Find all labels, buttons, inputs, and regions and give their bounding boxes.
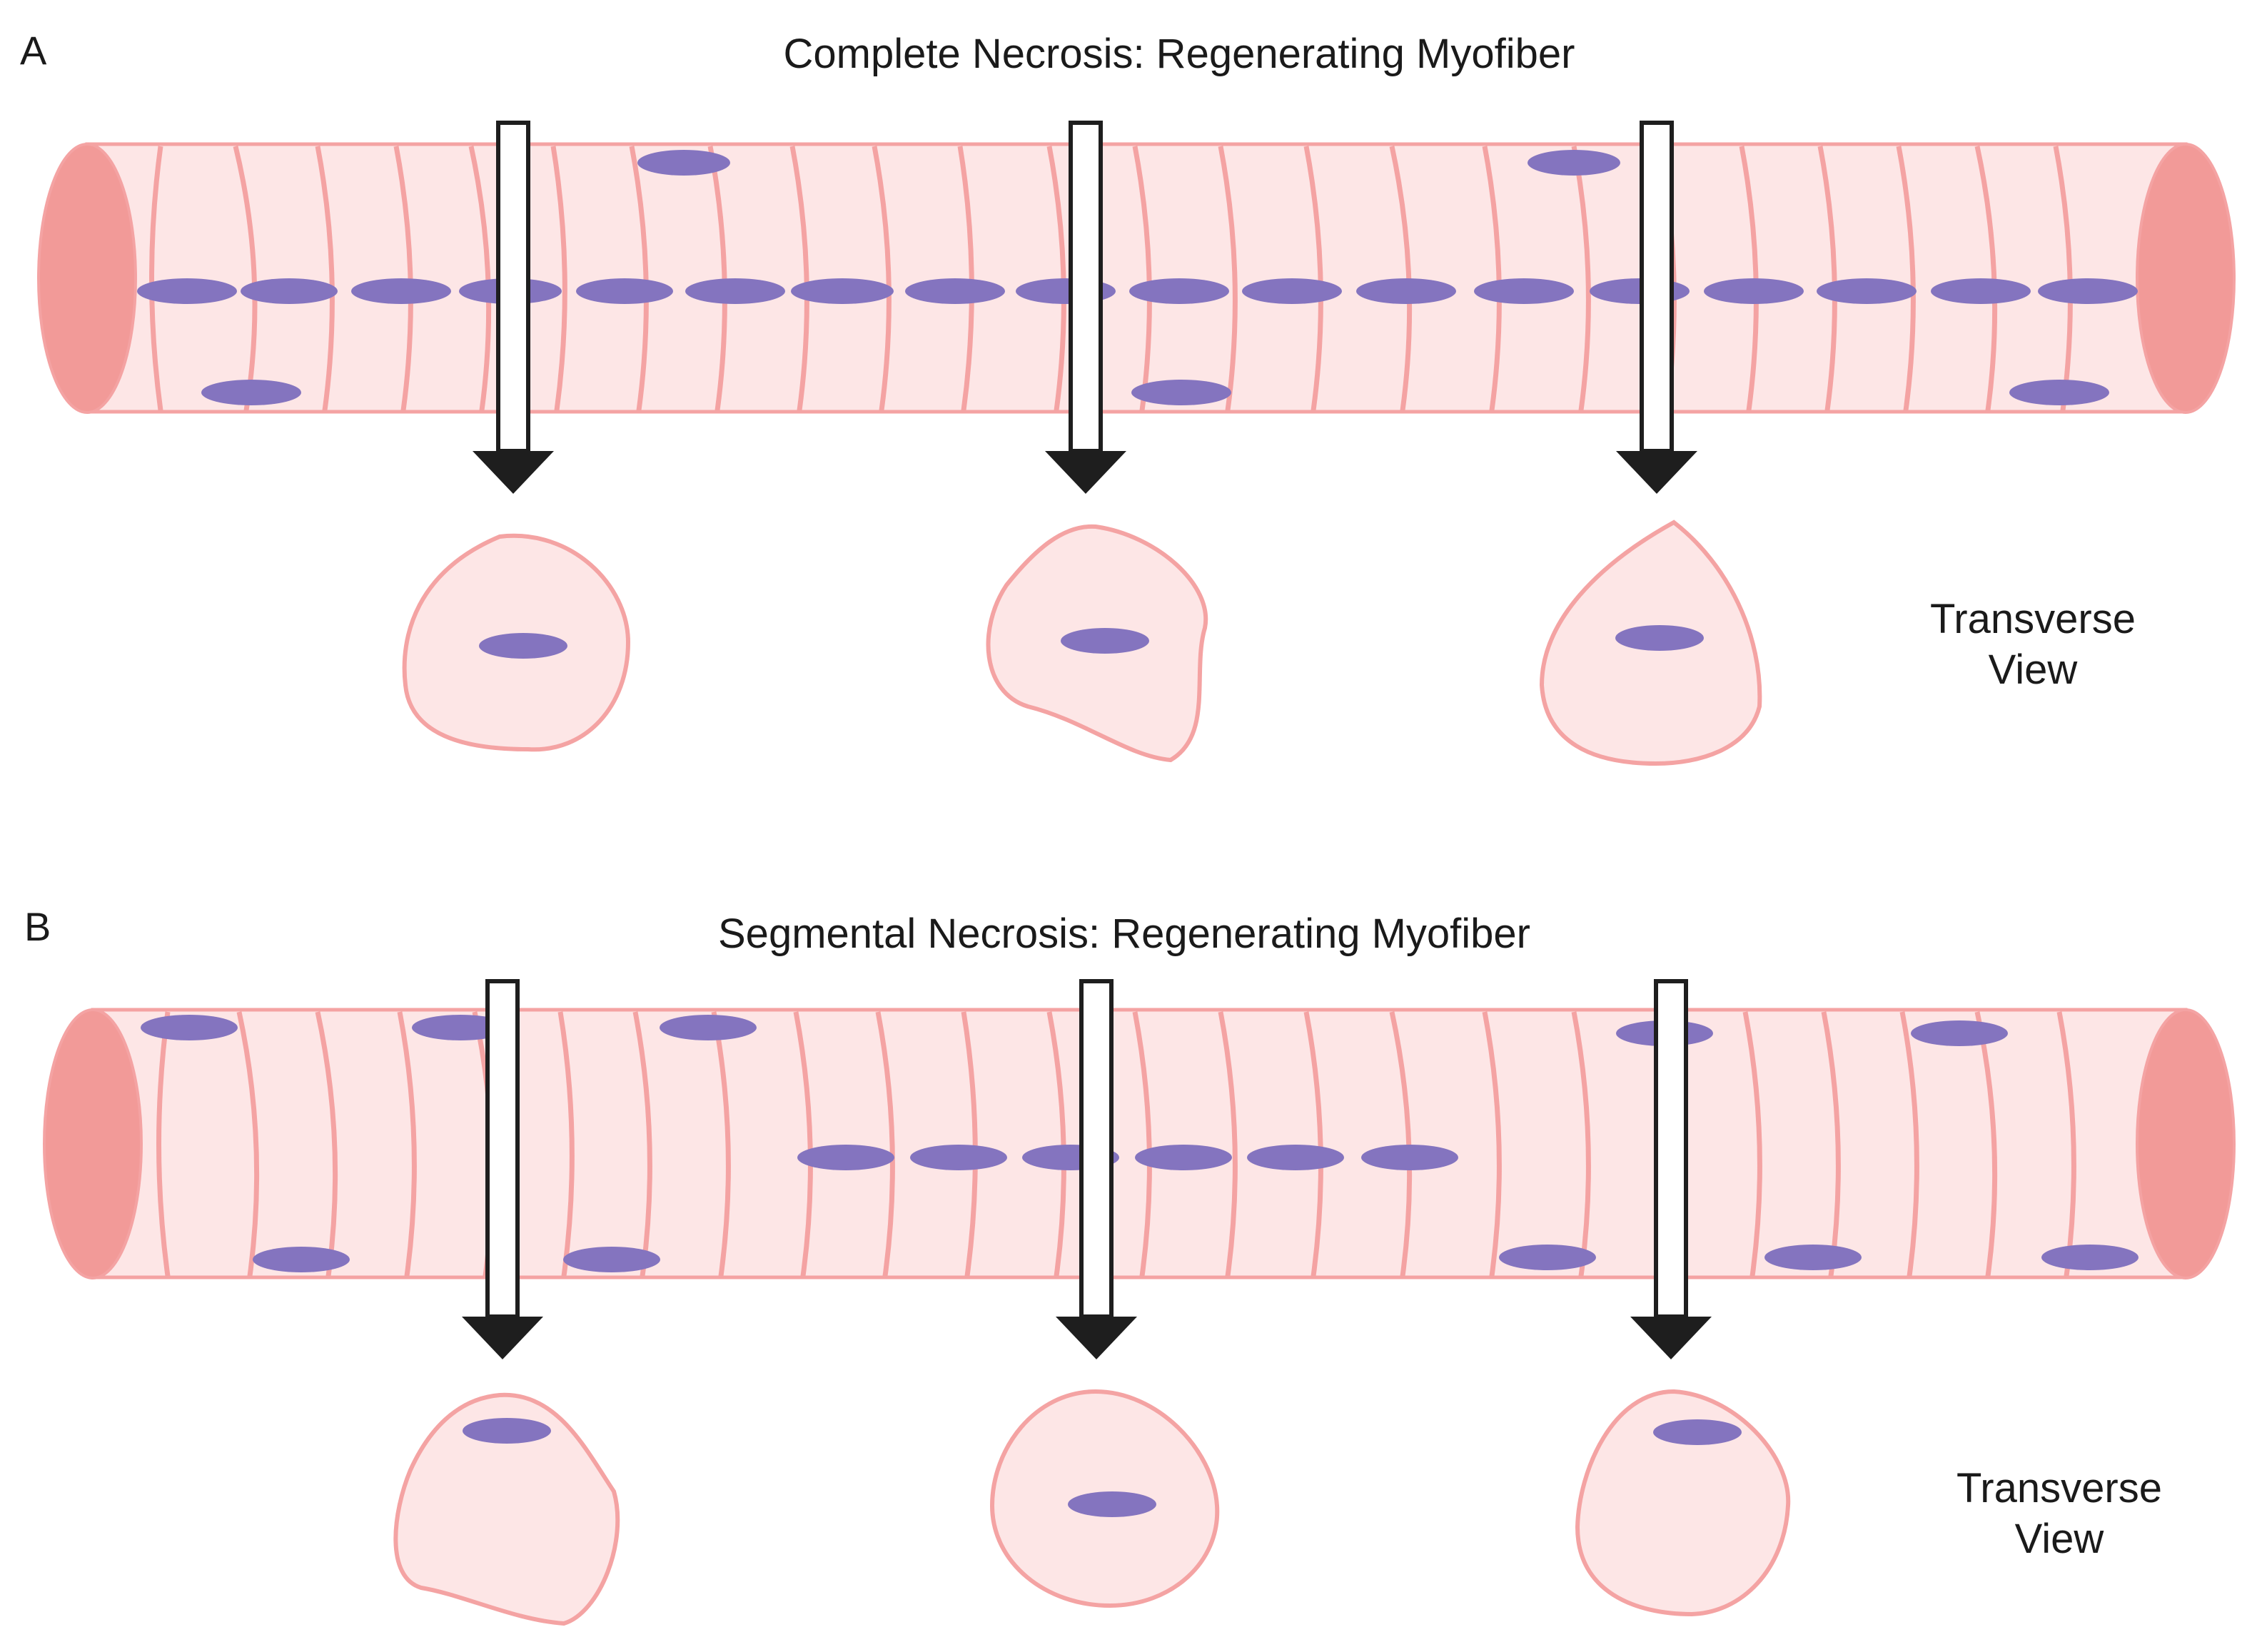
nucleus-icon <box>637 150 730 176</box>
nucleus-icon <box>1129 278 1229 304</box>
nucleus-icon <box>241 278 338 304</box>
section-arrow-icon <box>1616 121 1697 494</box>
nucleus-icon <box>479 633 567 659</box>
nucleus-icon <box>1764 1245 1862 1270</box>
nucleus-icon <box>1474 278 1574 304</box>
fiber-end-cap-icon <box>2136 143 2236 414</box>
fiber-end-cap-icon <box>37 143 137 414</box>
nucleus-icon <box>1704 278 1804 304</box>
panel-b-cross-sections <box>393 1389 1791 1626</box>
panel-b: B Segmental Necrosis: Regenerating Myofi… <box>24 904 2236 1626</box>
nucleus-icon <box>1653 1419 1742 1445</box>
nucleus-icon <box>791 278 894 304</box>
panel-a-title: Complete Necrosis: Regenerating Myofiber <box>784 31 1575 77</box>
panel-a-central-nuclei <box>137 150 2138 405</box>
nucleus-icon <box>1528 150 1620 176</box>
cross-section-icon <box>1575 1389 1791 1617</box>
nucleus-icon <box>1931 278 2031 304</box>
nucleus-icon <box>576 278 673 304</box>
nucleus-icon <box>2041 1245 2139 1270</box>
nucleus-icon <box>797 1145 894 1170</box>
panel-b-title: Segmental Necrosis: Regenerating Myofibe… <box>718 911 1530 957</box>
nucleus-icon <box>1361 1145 1458 1170</box>
nucleus-icon <box>1817 278 1917 304</box>
nucleus-icon <box>141 1015 238 1040</box>
cross-section-icon <box>393 1392 620 1626</box>
panel-a-view-label-line1: Transverse <box>1930 596 2136 642</box>
panel-b-nuclei <box>141 1015 2139 1272</box>
panel-b-myofiber <box>43 1008 2236 1279</box>
panel-b-section-nuclei <box>463 1418 1742 1517</box>
nucleus-icon <box>412 1015 509 1040</box>
panel-a-letter: A <box>20 28 47 73</box>
nucleus-icon <box>1131 380 1231 405</box>
nucleus-icon <box>1615 625 1704 651</box>
nucleus-icon <box>563 1247 660 1272</box>
section-arrow-icon <box>1056 979 1137 1359</box>
fiber-end-cap-icon <box>43 1008 143 1279</box>
nucleus-icon <box>463 1418 551 1444</box>
nucleus-icon <box>2038 278 2138 304</box>
panel-b-letter: B <box>24 904 51 949</box>
section-arrow-icon <box>1045 121 1126 494</box>
nucleus-icon <box>351 278 451 304</box>
section-arrow-icon <box>1630 979 1712 1359</box>
nucleus-icon <box>1068 1491 1156 1517</box>
panel-a-view-label-line2: View <box>1989 647 2079 693</box>
nucleus-icon <box>1247 1145 1344 1170</box>
nucleus-icon <box>253 1247 350 1272</box>
nucleus-icon <box>137 278 237 304</box>
fiber-end-cap-icon <box>2136 1008 2236 1279</box>
panel-b-arrows <box>462 979 1712 1359</box>
panel-a-arrows <box>473 121 1697 494</box>
nucleus-icon <box>1911 1020 2008 1046</box>
panel-a: A Complete Necrosis: Regenerating Myofib… <box>20 28 2236 766</box>
nucleus-icon <box>685 278 785 304</box>
section-arrow-icon <box>462 979 543 1359</box>
panel-a-section-nuclei <box>479 625 1704 659</box>
panel-a-myofiber <box>37 142 2236 414</box>
nucleus-icon <box>905 278 1005 304</box>
panel-b-view-label-line2: View <box>2015 1516 2105 1562</box>
nucleus-icon <box>1242 278 1342 304</box>
nucleus-icon <box>910 1145 1007 1170</box>
nucleus-icon <box>1135 1145 1232 1170</box>
nucleus-icon <box>1499 1245 1596 1270</box>
section-arrow-icon <box>473 121 554 494</box>
panel-b-view-label-line1: Transverse <box>1956 1465 2162 1511</box>
nucleus-icon <box>660 1015 757 1040</box>
nucleus-icon <box>1061 628 1149 654</box>
nucleus-icon <box>1356 278 1456 304</box>
nucleus-icon <box>2009 380 2109 405</box>
nucleus-icon <box>201 380 301 405</box>
